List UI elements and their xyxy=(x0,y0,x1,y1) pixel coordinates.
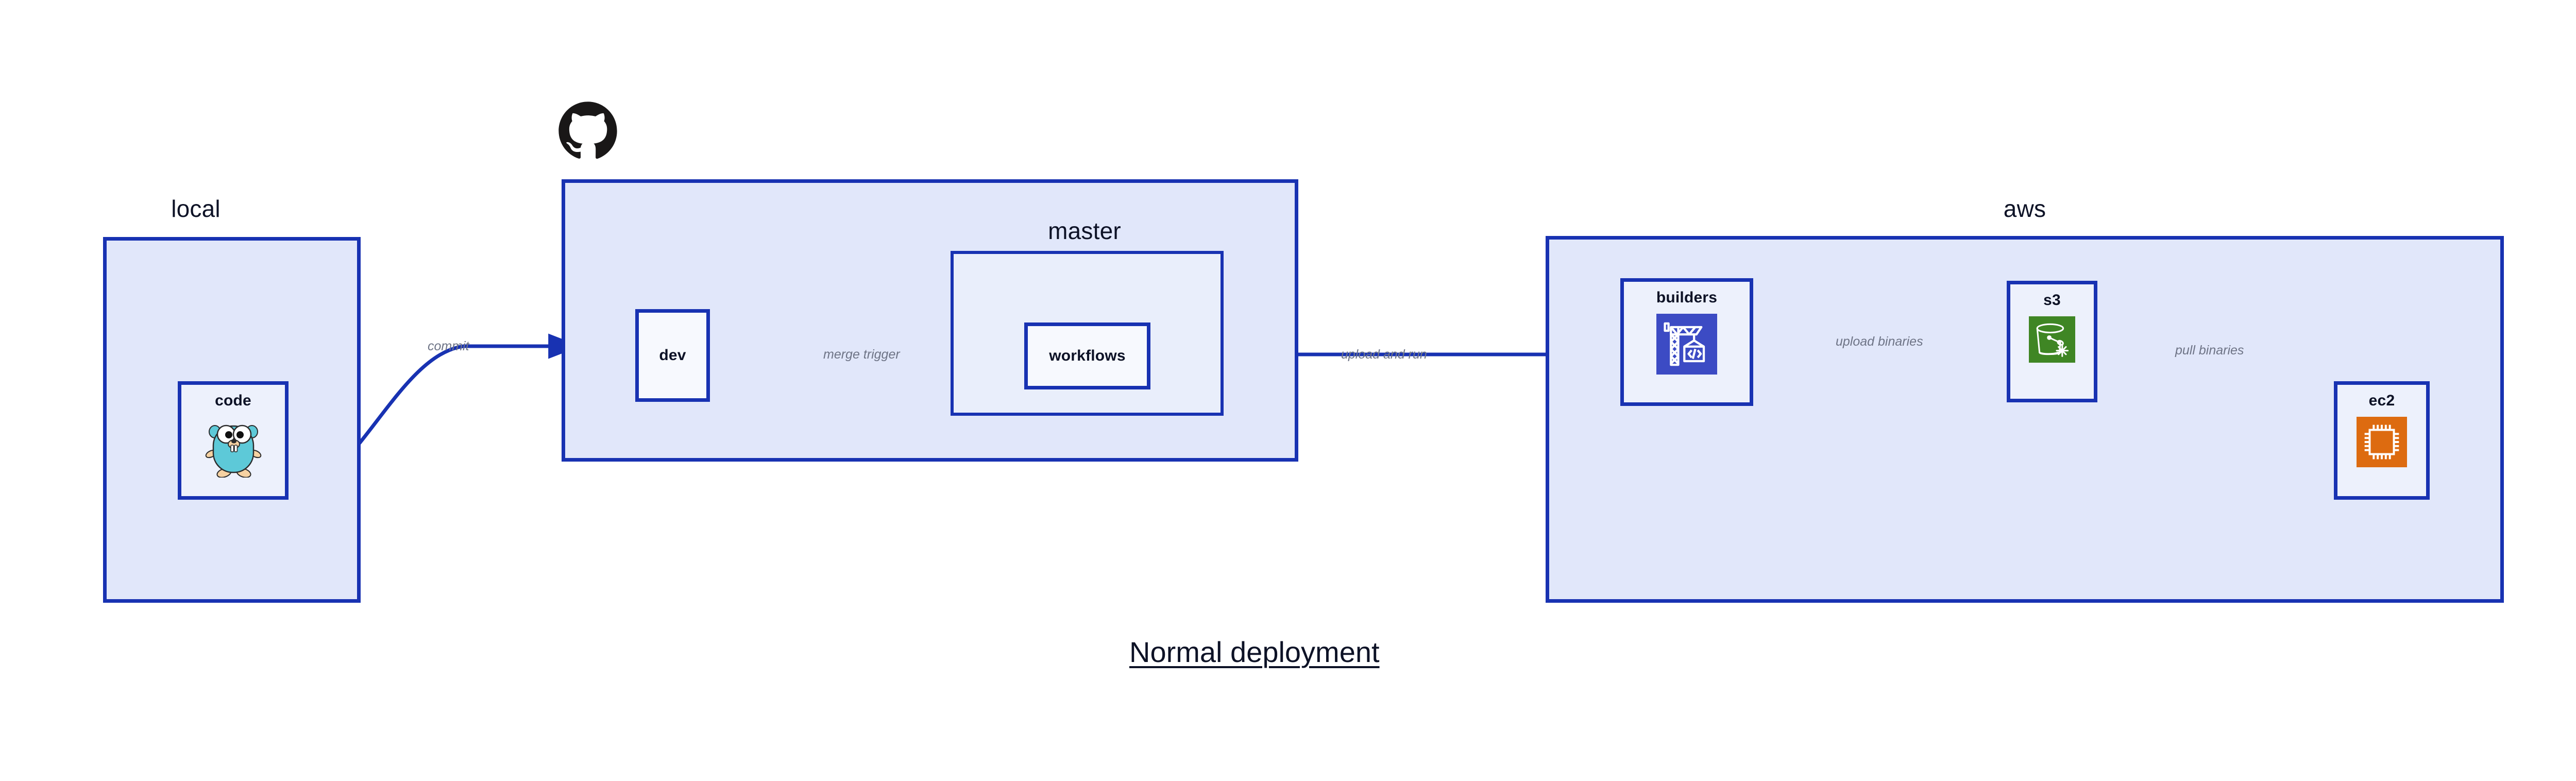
aws-ec2-icon xyxy=(2357,417,2407,470)
node-dev[interactable]: dev xyxy=(635,309,710,402)
go-gopher-icon xyxy=(205,417,262,480)
page-title: Normal deployment xyxy=(1129,636,1380,668)
node-label-ec2: ec2 xyxy=(2368,392,2395,409)
edge-label-merge-trigger: merge trigger xyxy=(823,347,900,362)
node-label-workflows: workflows xyxy=(1049,347,1126,364)
edge-label-upload-binaries: upload binaries xyxy=(1836,334,1923,349)
edge-label-commit: commit xyxy=(428,339,469,353)
github-octocat-icon xyxy=(557,100,618,164)
node-workflows[interactable]: workflows xyxy=(1024,322,1150,389)
node-code[interactable]: code xyxy=(178,381,289,500)
edge-label-upload-and-run: upload and run xyxy=(1341,347,1427,362)
group-label-aws: aws xyxy=(2003,195,2046,222)
node-s3[interactable]: s3 xyxy=(2007,281,2097,402)
group-local xyxy=(103,237,361,603)
node-label-dev: dev xyxy=(659,347,686,364)
node-ec2[interactable]: ec2 xyxy=(2334,381,2430,500)
group-label-master: master xyxy=(1048,217,1121,244)
aws-codebuild-icon xyxy=(1656,314,1717,377)
aws-s3-glacier-icon xyxy=(2029,316,2075,365)
node-label-builders: builders xyxy=(1656,289,1718,306)
group-label-local: local xyxy=(171,195,221,222)
node-builders[interactable]: builders xyxy=(1620,278,1753,406)
node-label-s3: s3 xyxy=(2043,292,2061,309)
node-label-code: code xyxy=(215,392,251,409)
edge-label-pull-binaries: pull binaries xyxy=(2175,343,2244,358)
